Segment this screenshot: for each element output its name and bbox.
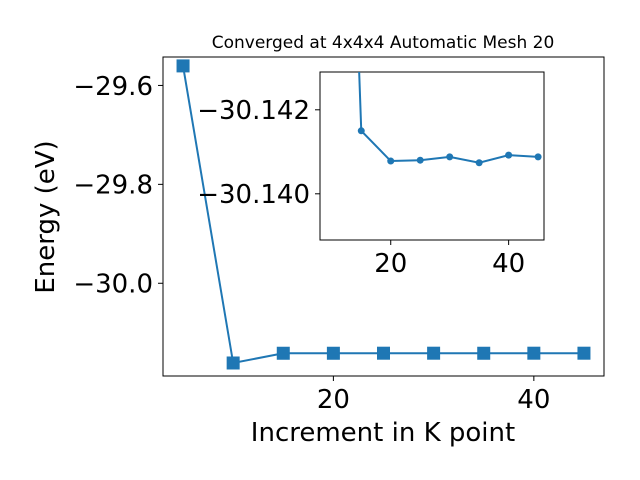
main-data-point [577,346,591,360]
inset-y-tick-label: −30.142 [197,96,310,126]
main-data-point [176,59,190,73]
main-y-tick-label: −29.8 [73,171,153,201]
main-data-point [477,346,491,360]
main-y-tick-label: −30.0 [73,270,153,300]
y-axis-label: Energy (eV) [31,140,61,293]
inset-data-point [534,153,542,161]
inset-series-group [357,72,542,167]
main-x-tick-label: 40 [517,385,550,415]
inset-data-point [446,153,454,161]
main-series-group [176,59,591,370]
inset-data-point [357,127,365,135]
inset-x-tick-label: 40 [492,249,525,279]
inset-series-line [358,72,539,164]
x-axis-label: Increment in K point [251,418,515,448]
main-data-point [527,346,541,360]
inset-y-tick-label: −30.140 [197,180,310,210]
main-data-point [377,346,390,360]
inset-x-tick-label: 20 [374,249,407,279]
inset-data-point [387,157,395,165]
inset-data-point [475,159,483,167]
main-x-tick-label: 20 [317,385,350,415]
main-data-point [326,346,340,360]
main-data-point [276,346,290,360]
chart-title: Converged at 4x4x4 Automatic Mesh 20 [212,33,555,53]
inset-data-point [416,156,424,164]
main-y-tick-label: −29.6 [73,72,153,102]
inset-plot-area: 20 40 −30.142 −30.140 [197,71,545,279]
inset-data-point [505,151,513,159]
main-data-point [427,346,441,360]
main-data-point [226,356,240,370]
